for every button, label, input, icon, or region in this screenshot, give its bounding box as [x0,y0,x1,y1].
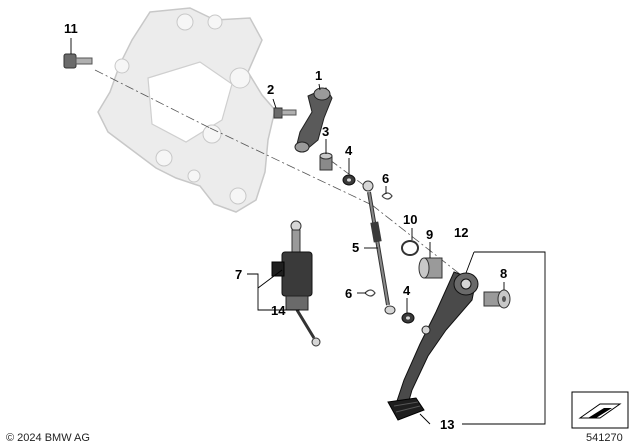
callout-6-lower: 6 [345,286,353,301]
callout-10: 10 [403,212,418,227]
callout-2: 2 [267,82,275,97]
callout-4-upper: 4 [345,143,353,158]
washer-part-4-upper [342,174,356,186]
callout-13: 13 [440,417,455,432]
callout-1: 1 [315,68,323,83]
shift-rod-part-5 [362,180,396,315]
callout-14: 14 [271,303,286,318]
o-ring-part-10 [401,240,419,256]
shift-sensor-part-7 [271,220,321,347]
copyright-text: © 2024 BMW AG [6,432,90,444]
lever-part-1 [294,87,333,153]
washer-part-4-lower [401,312,415,324]
stud-part-3 [319,152,333,171]
callout-6-upper: 6 [382,171,390,186]
axis-lines [94,69,471,283]
bolt-part-11 [63,53,93,69]
callout-5: 5 [352,240,360,255]
diagram-number: 541270 [586,432,623,444]
callout-11: 11 [64,21,78,36]
callout-8: 8 [500,266,508,281]
callout-4-lower: 4 [403,283,411,298]
foot-peg-part-13 [387,397,425,421]
bushing-part-9 [418,257,443,279]
bolt-part-8 [483,289,511,309]
clip-part-6-upper [381,192,393,200]
callout-12: 12 [454,225,469,240]
callout-3: 3 [322,124,330,139]
bolt-part-2 [273,107,297,119]
footrest-bracket [97,7,276,213]
callout-9: 9 [426,227,434,242]
clip-part-6-lower [364,289,376,297]
callout-7: 7 [235,267,243,282]
view-indicator-icon [571,391,629,429]
leader-lines [70,38,546,425]
